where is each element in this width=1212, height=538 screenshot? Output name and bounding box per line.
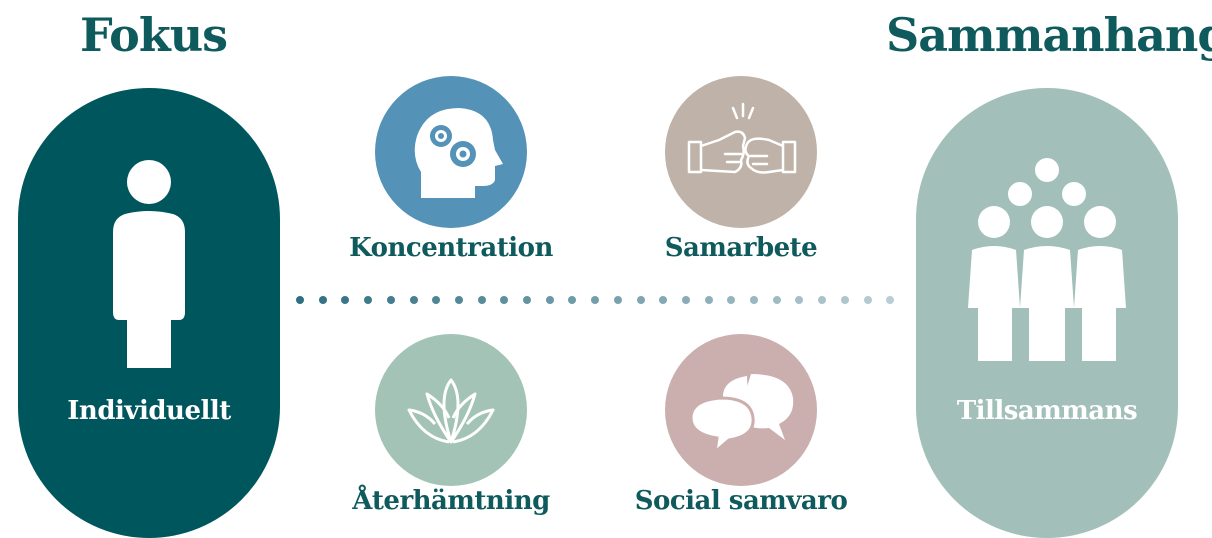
individual-label: Individuellt xyxy=(67,396,231,426)
divider-dot xyxy=(364,296,373,304)
together-pill: Tillsammans xyxy=(916,88,1178,538)
person-icon xyxy=(113,160,185,368)
chat-bubbles-icon xyxy=(689,374,794,454)
divider-dot xyxy=(523,296,531,304)
divider-dot xyxy=(591,296,600,304)
divider-dot xyxy=(772,296,781,304)
divider-dot xyxy=(681,296,690,304)
group-icon xyxy=(968,158,1126,361)
collaboration-label: Samarbete xyxy=(664,233,818,263)
divider-dot xyxy=(296,296,304,304)
divider-dot xyxy=(704,296,713,304)
divider-dot xyxy=(318,296,327,304)
lotus-icon xyxy=(407,378,495,444)
concentration-circle xyxy=(375,76,527,228)
dotted-divider xyxy=(296,296,895,304)
fist-bump-icon xyxy=(687,102,797,174)
divider-dot xyxy=(500,296,509,304)
divider-dot xyxy=(341,296,350,304)
divider-dot xyxy=(409,296,418,304)
divider-dot xyxy=(727,296,736,304)
divider-dot xyxy=(750,296,758,304)
collaboration-circle xyxy=(665,76,817,228)
individual-pill: Individuellt xyxy=(18,88,280,538)
social-circle xyxy=(665,334,817,486)
social-label: Social samvaro xyxy=(634,486,848,516)
divider-dot xyxy=(636,296,645,304)
together-label: Tillsammans xyxy=(956,396,1138,426)
heading-fokus: Fokus xyxy=(80,8,228,62)
divider-dot xyxy=(477,296,486,304)
concentration-label: Koncentration xyxy=(349,233,553,263)
divider-dot xyxy=(795,296,804,304)
divider-dot xyxy=(386,296,395,304)
recovery-circle xyxy=(375,334,527,486)
divider-dot xyxy=(818,296,827,304)
divider-dot xyxy=(613,296,622,304)
divider-dot xyxy=(886,296,895,304)
heading-sammanhang: Sammanhang xyxy=(886,8,1212,62)
divider-dot xyxy=(568,296,577,304)
divider-dot xyxy=(454,296,463,304)
head-gears-icon xyxy=(414,108,503,198)
divider-dot xyxy=(545,296,554,304)
recovery-label: Återhämtning xyxy=(352,486,550,516)
divider-dot xyxy=(659,296,668,304)
divider-dot xyxy=(840,296,849,304)
divider-dot xyxy=(432,296,441,304)
divider-dot xyxy=(863,296,872,304)
